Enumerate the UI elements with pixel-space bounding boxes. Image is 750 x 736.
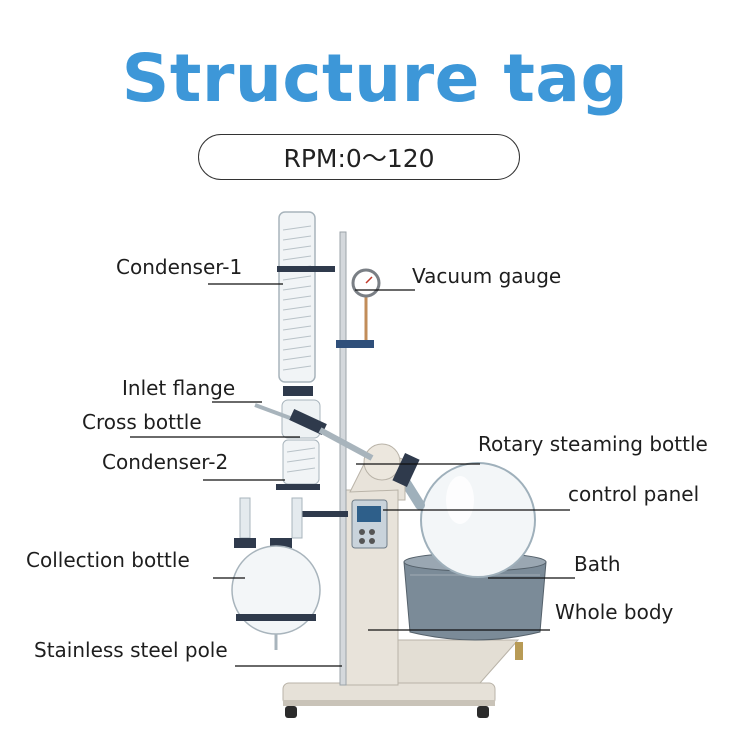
label-bath: Bath bbox=[574, 552, 621, 576]
cross-bottle bbox=[254, 399, 374, 461]
label-stainless-steel-pole: Stainless steel pole bbox=[34, 638, 228, 662]
condenser-1 bbox=[277, 211, 335, 396]
label-control-panel: control panel bbox=[568, 482, 700, 506]
label-condenser-1: Condenser-1 bbox=[116, 255, 243, 279]
label-vacuum-gauge: Vacuum gauge bbox=[412, 264, 562, 288]
rpm-badge: RPM:0～120 bbox=[198, 134, 520, 180]
label-cross-bottle: Cross bottle bbox=[82, 410, 202, 434]
label-inlet-flange: Inlet flange bbox=[122, 376, 236, 400]
vacuum-gauge bbox=[351, 268, 381, 340]
label-rotary-steaming-bottle: Rotary steaming bottle bbox=[478, 432, 708, 456]
machine-base bbox=[282, 682, 496, 718]
steel-pole bbox=[300, 231, 374, 686]
machine-tower bbox=[345, 443, 420, 686]
collection-bottle bbox=[231, 497, 321, 650]
rpm-label: RPM:0～120 bbox=[283, 144, 435, 173]
page-title: Structure tag bbox=[121, 40, 629, 117]
condenser-2 bbox=[276, 439, 320, 490]
label-condenser-2: Condenser-2 bbox=[102, 450, 229, 474]
label-collection-bottle: Collection bottle bbox=[26, 548, 190, 572]
leader-lines bbox=[130, 283, 575, 667]
bath-support bbox=[394, 639, 523, 684]
label-whole-body: Whole body bbox=[555, 600, 674, 624]
rotary-flask bbox=[393, 462, 536, 578]
